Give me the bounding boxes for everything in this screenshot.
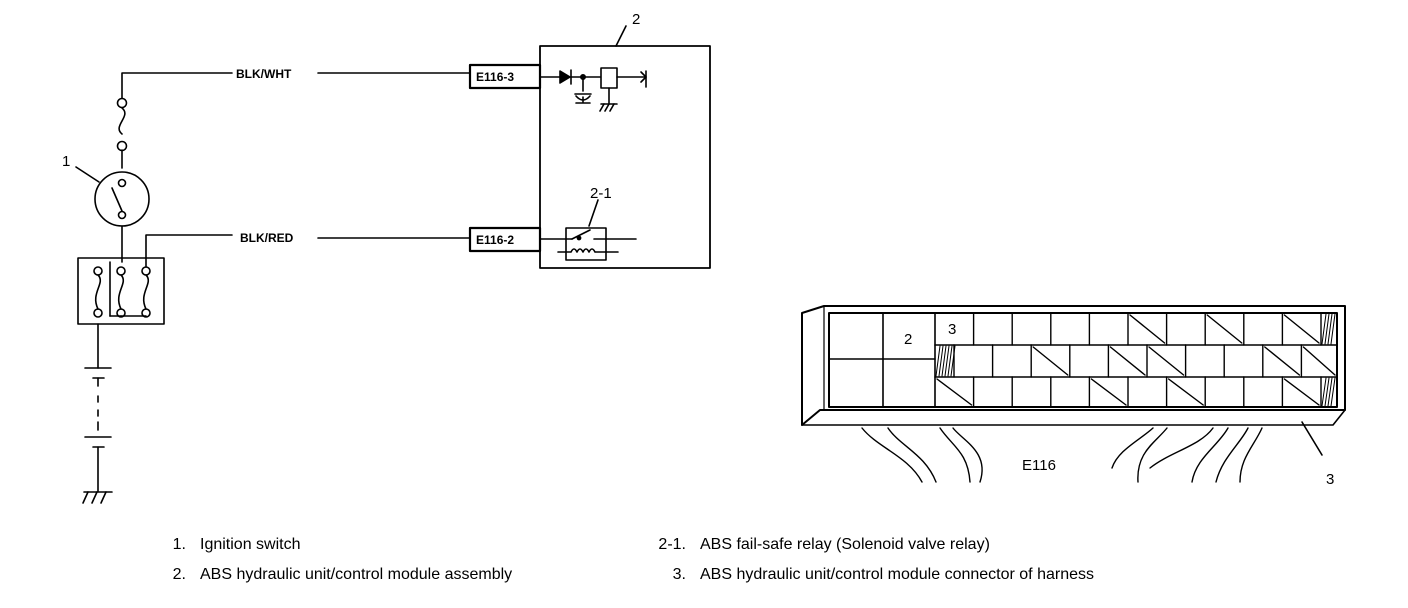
pin-hatch — [1324, 313, 1330, 345]
connector-label-e116-3: E116-3 — [476, 70, 514, 84]
harness-label-e116: E116 — [1022, 457, 1056, 474]
wire-blk-red — [145, 234, 471, 268]
connector-label-e116-2: E116-2 — [476, 233, 514, 247]
callout-leader-2-1 — [588, 199, 599, 227]
legend-item-1: 1. Ignition switch — [160, 536, 301, 554]
legend-num: 2. — [172, 566, 186, 583]
callout-leader-2 — [615, 25, 627, 47]
pin-blank-marker — [1167, 378, 1204, 406]
legend-num: 2-1. — [658, 536, 686, 553]
pin-hatch — [944, 345, 950, 377]
legend-text: ABS hydraulic unit/control module assemb… — [200, 566, 513, 583]
connector-pins — [468, 63, 542, 253]
pin-blank-marker — [1264, 346, 1301, 376]
fuse-icon — [116, 97, 128, 169]
pin-blank-marker — [1090, 378, 1127, 406]
cell-label-2: 2 — [904, 331, 912, 348]
callout-3: 3 — [1326, 471, 1334, 488]
pin-blank-marker — [1283, 314, 1320, 344]
wire-blk-wht — [121, 72, 471, 99]
pin-hatch — [1327, 377, 1333, 407]
legend-text: ABS fail-safe relay (Solenoid valve rela… — [700, 536, 990, 553]
control-module — [539, 25, 711, 269]
pin-blank-marker — [1032, 346, 1069, 376]
pin-hatch — [1327, 313, 1333, 345]
pin-blank-marker — [1283, 378, 1320, 406]
battery-icon — [84, 323, 112, 492]
pin-hatch — [938, 345, 944, 377]
wire-label-blk-wht: BLK/WHT — [236, 67, 292, 81]
legend-text: ABS hydraulic unit/control module connec… — [700, 566, 1094, 583]
pin-hatch — [941, 345, 947, 377]
legend-num: 1. — [172, 536, 186, 553]
internal-diode-circuit — [539, 67, 647, 112]
legend-num: 3. — [672, 566, 686, 583]
callout-2: 2 — [632, 11, 640, 28]
fuse-box — [77, 257, 165, 325]
pin-hatch — [1321, 377, 1327, 407]
ignition-switch-icon — [94, 171, 150, 263]
wire-label-blk-red: BLK/RED — [240, 231, 294, 245]
pin-hatch — [1330, 377, 1336, 407]
control-module-box — [539, 45, 711, 269]
pin-hatch — [947, 345, 953, 377]
legend-text: Ignition switch — [200, 536, 301, 553]
pin-hatch — [935, 345, 941, 377]
callout-leader-1 — [75, 166, 100, 183]
harness-wires — [861, 427, 1263, 483]
legend-item-2: 2. ABS hydraulic unit/control module asse… — [160, 566, 513, 584]
pin-hatch — [950, 345, 956, 377]
pin-blank-marker — [1109, 346, 1146, 376]
pin-hatch — [1321, 313, 1327, 345]
callout-leader-3 — [1301, 421, 1323, 456]
pin-blank-marker — [1129, 314, 1166, 344]
pin-blank-marker — [936, 378, 973, 406]
callout-1: 1 — [62, 153, 70, 170]
ground-icon — [82, 491, 113, 504]
cell-label-3: 3 — [948, 321, 956, 338]
legend-item-3: 3. ABS hydraulic unit/control module conn… — [636, 566, 1094, 584]
harness-connector — [801, 305, 1346, 426]
pin-hatch — [1330, 313, 1336, 345]
pin-hatch — [1324, 377, 1330, 407]
failsafe-relay-icon — [539, 199, 637, 261]
legend-item-2-1: 2-1. ABS fail-safe relay (Solenoid valve … — [636, 536, 990, 554]
harness-pin-cells — [935, 312, 1336, 408]
pin-blank-marker — [1206, 314, 1243, 344]
pin-blank-marker — [1302, 346, 1336, 376]
callout-2-1: 2-1 — [590, 185, 612, 202]
power-circuit — [75, 72, 471, 504]
pin-blank-marker — [1148, 346, 1185, 376]
